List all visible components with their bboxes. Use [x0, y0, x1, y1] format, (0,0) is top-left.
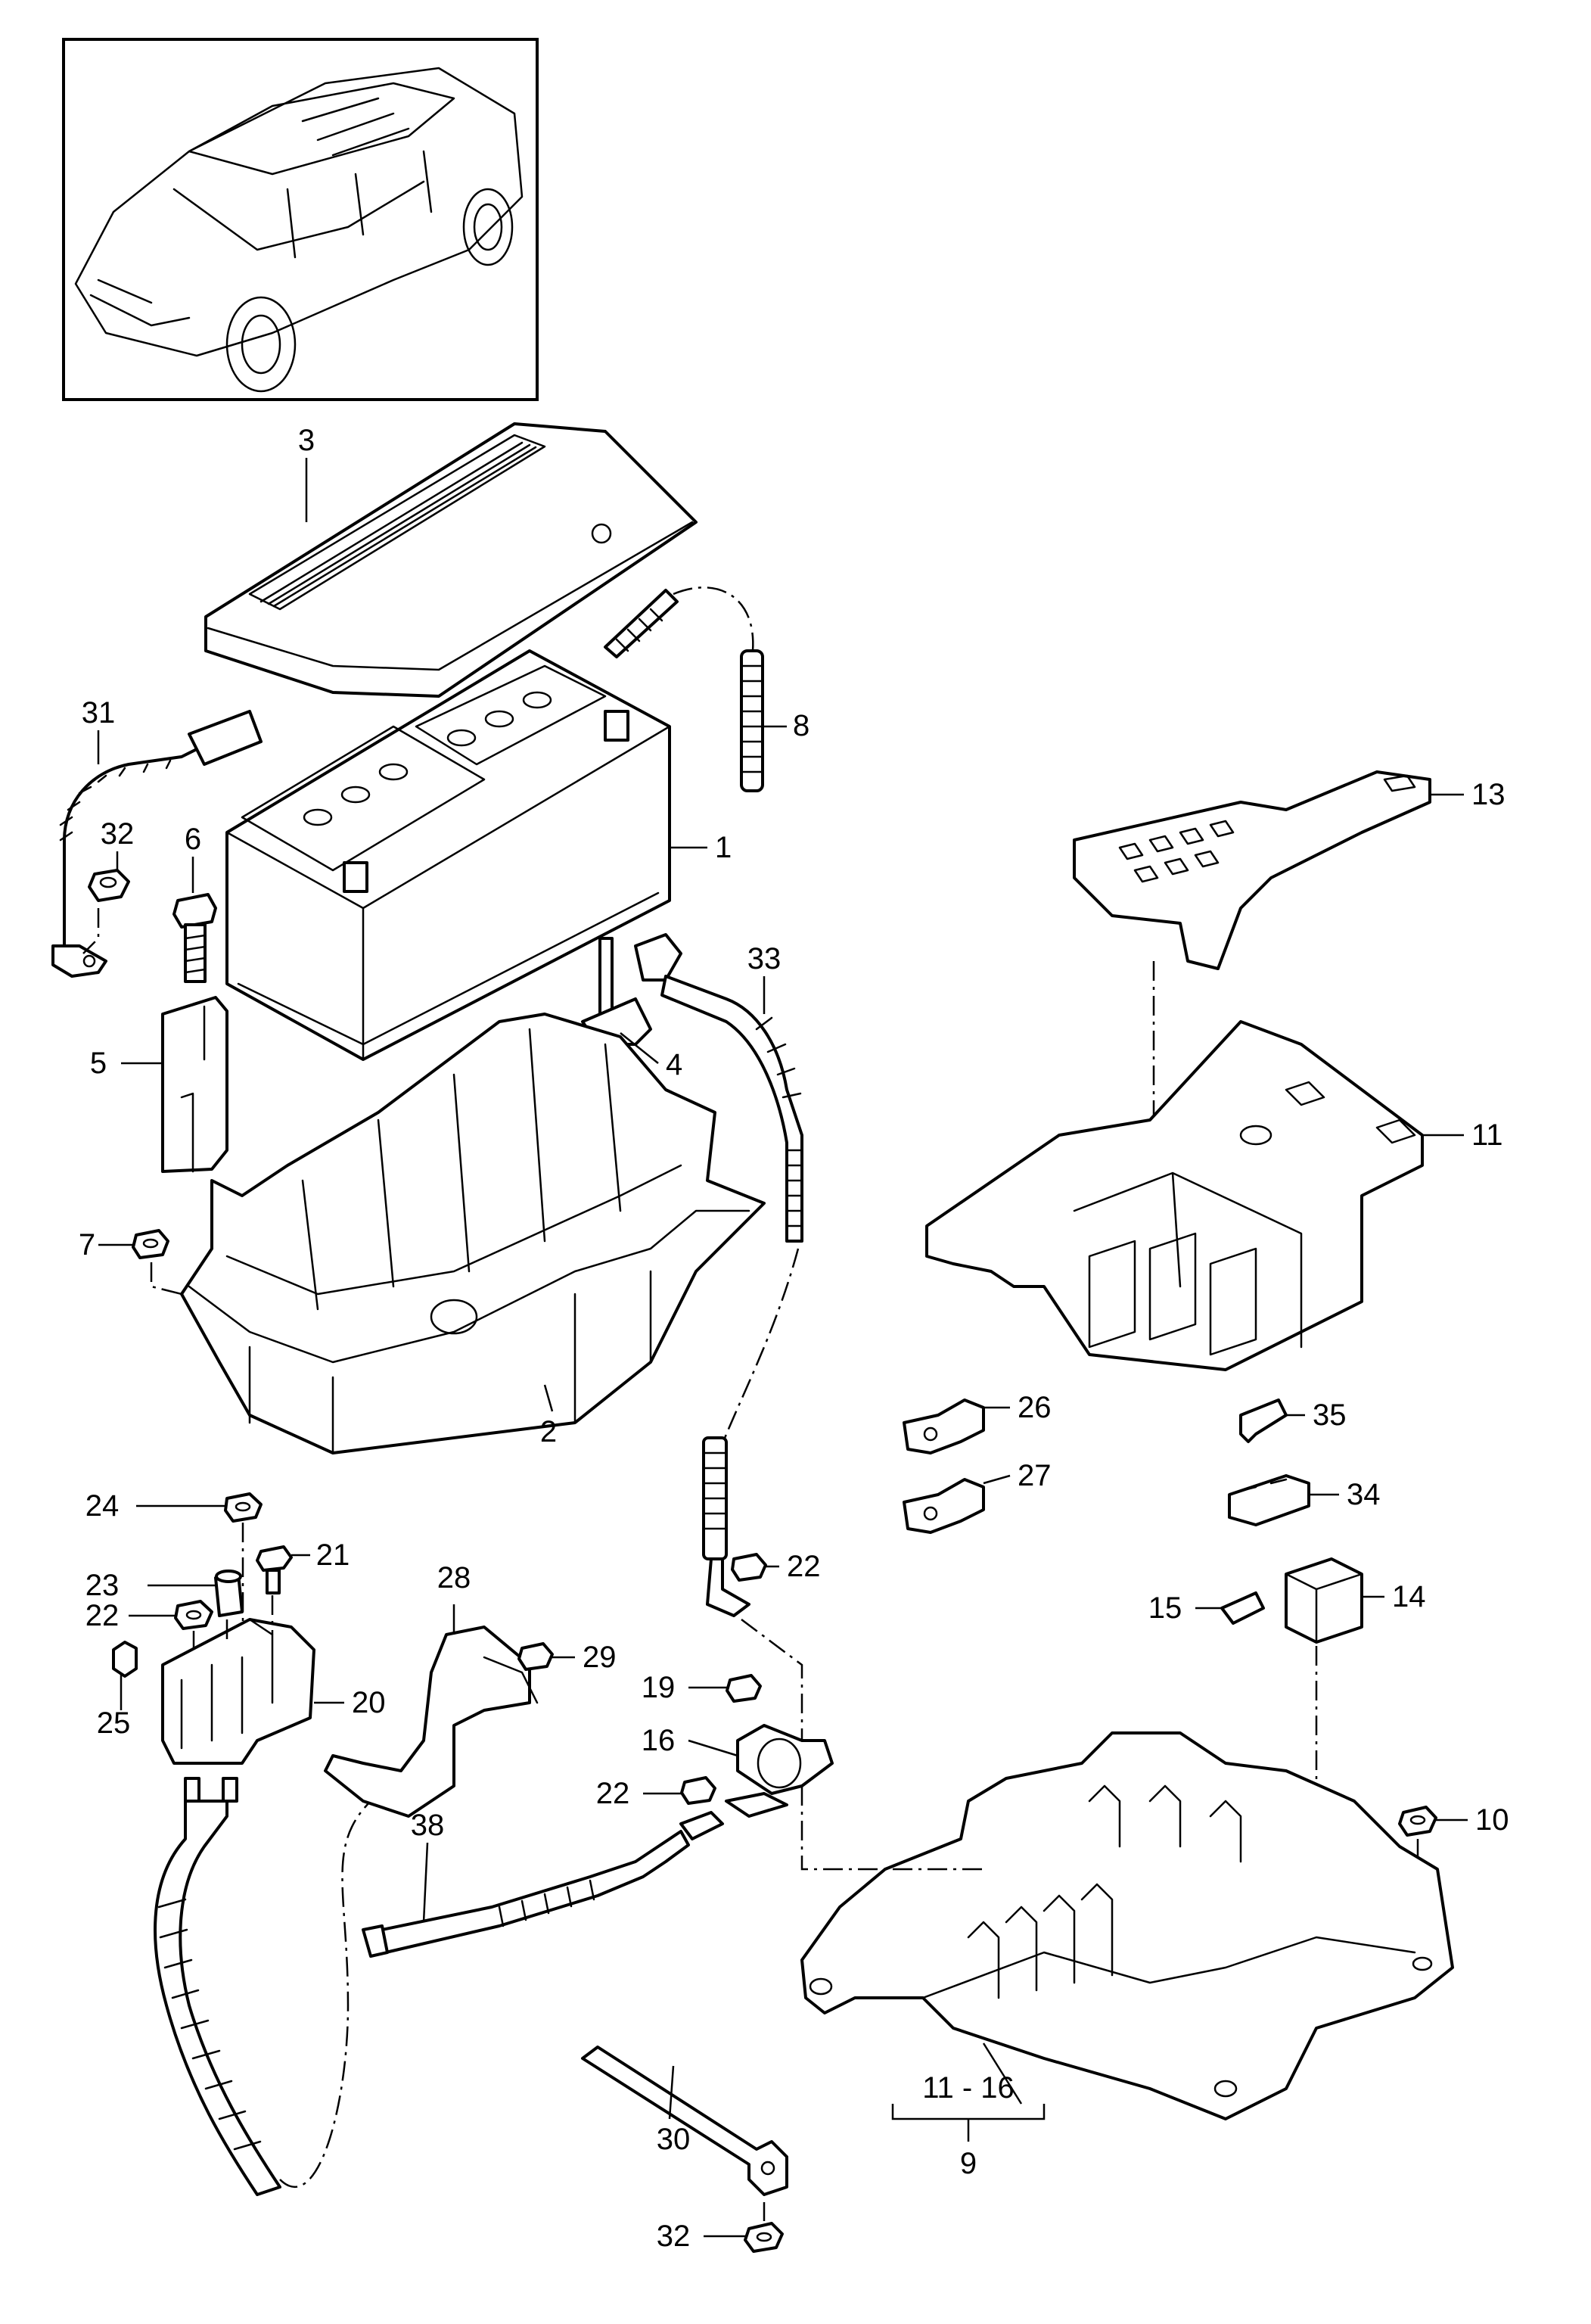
callout-13: 13: [1471, 778, 1506, 811]
callout-33: 33: [747, 942, 782, 975]
fuse-box-11: [925, 1020, 1424, 1371]
relay-16: [725, 1724, 834, 1818]
callout-34: 34: [1347, 1478, 1381, 1511]
callout-22-top: 22: [787, 1550, 821, 1583]
callout-25: 25: [97, 1706, 131, 1740]
callout-3: 3: [298, 424, 315, 457]
bracket-28: [324, 1626, 539, 1818]
nut-19: [726, 1674, 762, 1703]
vent-hose: [604, 586, 764, 792]
callout-2: 2: [540, 1415, 557, 1448]
callout-4: 4: [666, 1048, 682, 1081]
callout-30: 30: [657, 2123, 691, 2156]
callout-32: 32: [101, 817, 135, 851]
callout-26: 26: [1018, 1391, 1052, 1424]
nut-25: [112, 1641, 138, 1678]
callout-6: 6: [185, 823, 201, 856]
fuse-box-base-9: [800, 1731, 1454, 2120]
callout-14: 14: [1392, 1580, 1426, 1613]
callout-10: 10: [1475, 1803, 1509, 1837]
callout-23: 23: [85, 1569, 120, 1602]
bolt-6: [172, 893, 217, 983]
callout-15: 15: [1148, 1591, 1182, 1625]
leader-lines: [97, 458, 1468, 2238]
range-bracket: [891, 2104, 1046, 2142]
clip-27: [903, 1478, 985, 1534]
nut-29: [517, 1642, 554, 1671]
cable-guides-center: [741, 1619, 983, 1871]
callout-35: 35: [1313, 1398, 1347, 1432]
fuse-15: [1220, 1591, 1265, 1625]
callout-27: 27: [1018, 1459, 1052, 1492]
callout-11: 11: [1471, 1118, 1503, 1152]
callout-21: 21: [316, 1538, 350, 1572]
callout-1: 1: [715, 831, 732, 864]
callout-31: 31: [82, 696, 116, 730]
callout-19: 19: [642, 1671, 676, 1704]
battery-cover: [204, 422, 698, 698]
vehicle-thumbnail: [62, 38, 539, 401]
cable-end-22: [702, 1436, 767, 1617]
bolt-21: [256, 1545, 293, 1594]
battery-tray: [180, 1013, 766, 1454]
callout-7: 7: [79, 1228, 95, 1262]
callout-9: 9: [960, 2147, 977, 2180]
callout-labels: 3 8 31 32 6 1 13 33 4 5 11 7 2 26 35 27 …: [79, 424, 1509, 2253]
terminal-guides: [192, 1523, 274, 1650]
fuse-holder-34: [1228, 1474, 1310, 1526]
strap-30: [581, 2046, 788, 2196]
callout-5: 5: [90, 1047, 107, 1080]
nut-32-bottom: [744, 2202, 784, 2253]
nut-22-center: [680, 1776, 716, 1805]
clip-26: [903, 1398, 985, 1454]
cable-20-lower: [154, 1800, 371, 2196]
fuse-35: [1239, 1398, 1288, 1443]
callout-32-bottom: 32: [657, 2220, 691, 2253]
terminal-20: [161, 1618, 315, 1803]
callout-22-left: 22: [85, 1599, 120, 1632]
cable-38: [362, 1811, 724, 1958]
nut-24: [224, 1492, 263, 1523]
callout-22-center: 22: [596, 1777, 630, 1810]
relay-14: [1285, 1557, 1363, 1644]
fuse-cover-13: [1073, 770, 1431, 970]
nut-32-top: [82, 869, 130, 954]
callout-20: 20: [352, 1686, 386, 1719]
callout-24: 24: [85, 1489, 120, 1523]
callout-29: 29: [583, 1641, 617, 1674]
callout-8: 8: [793, 709, 809, 742]
cap-23: [214, 1570, 244, 1617]
callout-38: 38: [411, 1809, 445, 1842]
nut-22-left: [174, 1600, 213, 1630]
callout-11-16: 11 - 16: [922, 2071, 1015, 2105]
nut-7: [132, 1229, 182, 1296]
callout-28: 28: [437, 1561, 471, 1594]
ground-cable-31: [51, 710, 263, 978]
battery: [225, 649, 671, 1061]
callout-16: 16: [642, 1724, 676, 1757]
bracket-5: [161, 996, 228, 1173]
